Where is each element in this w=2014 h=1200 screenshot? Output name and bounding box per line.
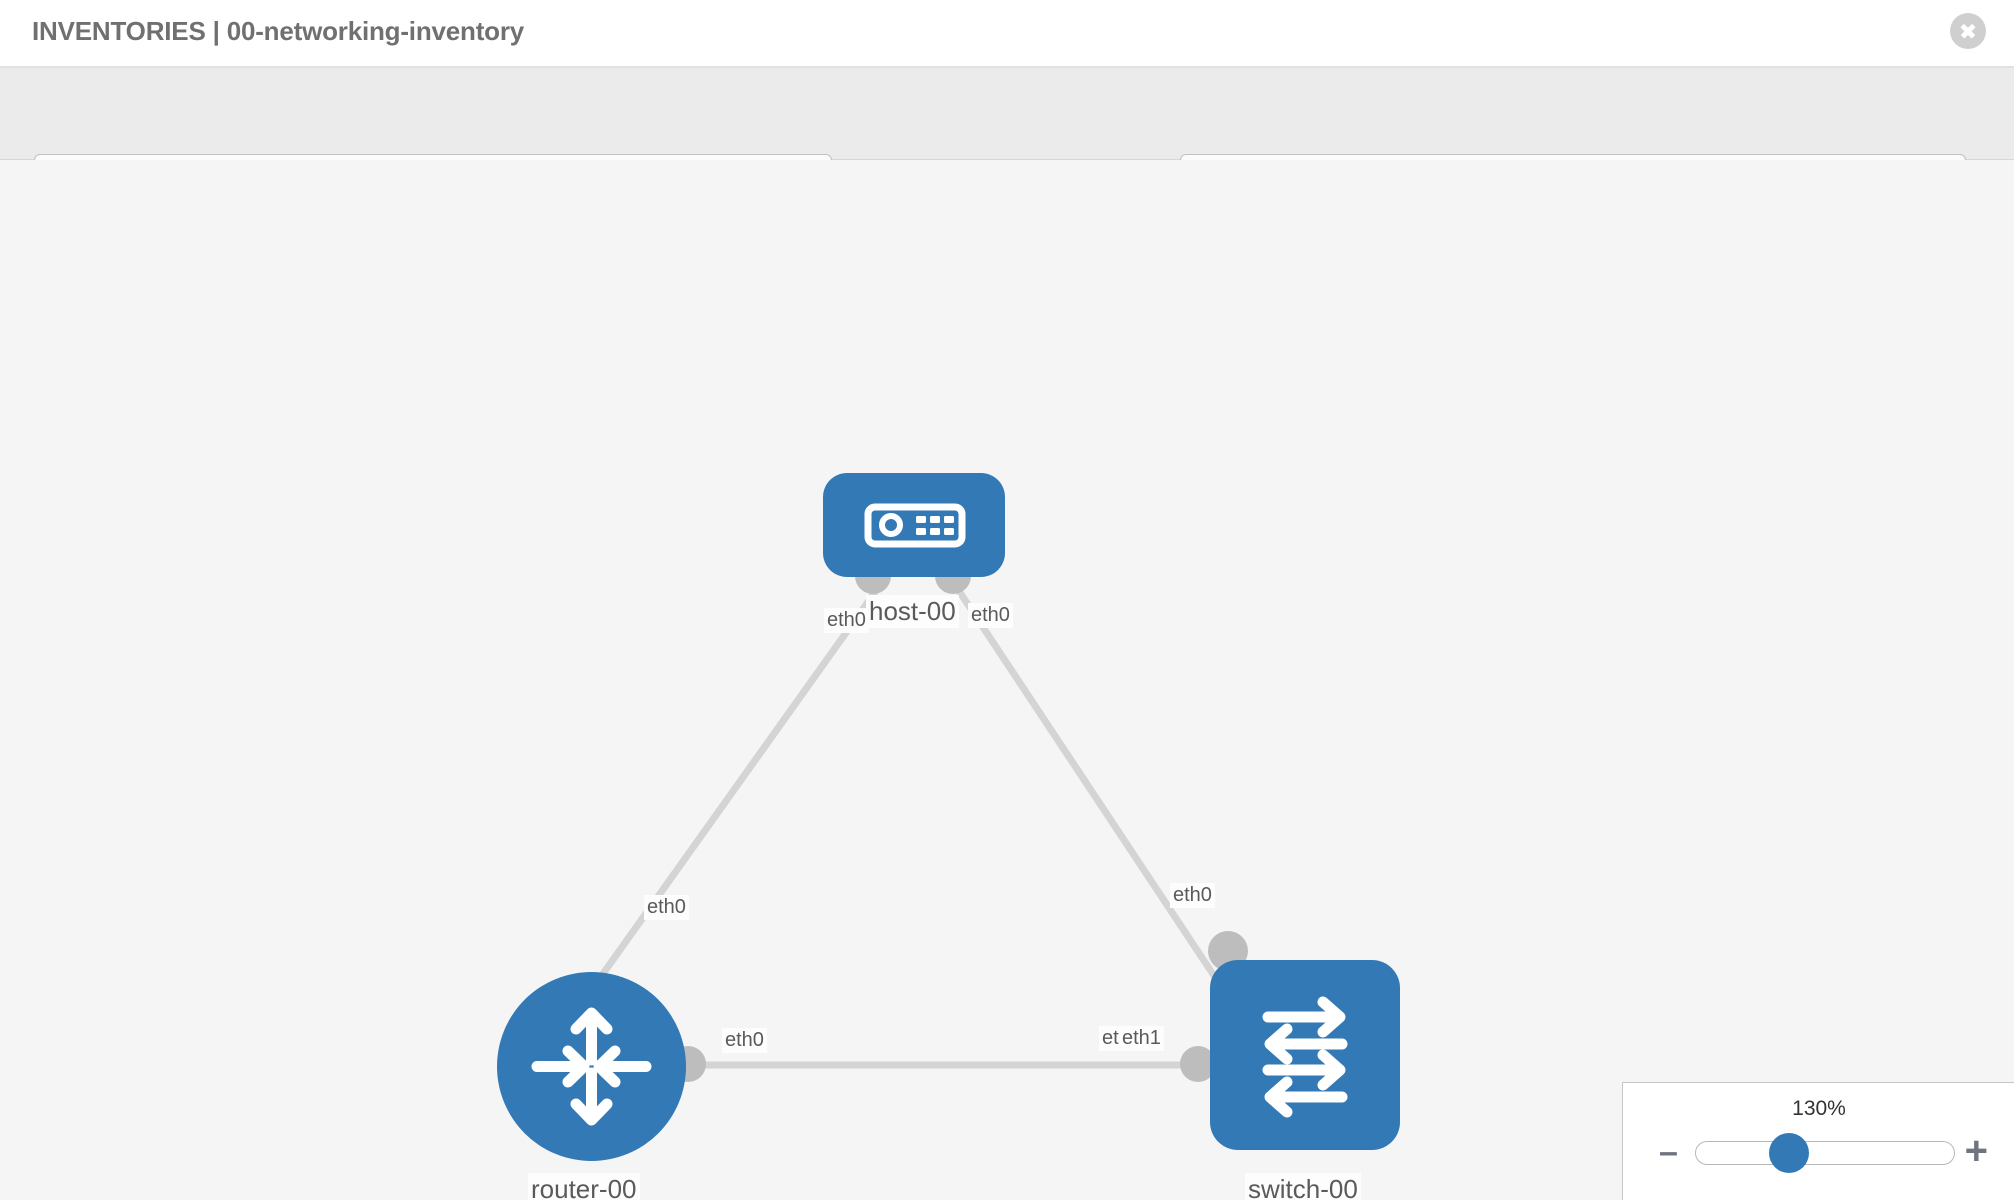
edge-label-switch-up: eth0 bbox=[1170, 883, 1215, 908]
server-icon bbox=[864, 503, 966, 548]
link-host-switch bbox=[951, 581, 1244, 1019]
edge-label-switch-eth1: eth1 bbox=[1119, 1026, 1164, 1051]
node-switch-00[interactable] bbox=[1210, 960, 1400, 1150]
node-host-00[interactable] bbox=[823, 473, 1005, 577]
toolbar: ACTIONS SEARCH bbox=[0, 68, 2014, 207]
close-icon[interactable] bbox=[1950, 13, 1986, 49]
plus-icon[interactable]: + bbox=[1964, 1129, 1988, 1173]
minus-icon[interactable]: – bbox=[1659, 1133, 1678, 1171]
node-router-00[interactable] bbox=[497, 972, 686, 1161]
zoom-slider-track[interactable] bbox=[1695, 1141, 1955, 1165]
router-icon bbox=[531, 1007, 652, 1126]
switch-node-shape bbox=[1210, 960, 1400, 1150]
topology-canvas[interactable]: host-00 r bbox=[0, 160, 2014, 1200]
router-node-shape bbox=[497, 972, 686, 1161]
page-header: INVENTORIES | 00-networking-inventory bbox=[0, 0, 2014, 68]
zoom-level-label: 130% bbox=[1792, 1097, 1846, 1120]
page-title: INVENTORIES | 00-networking-inventory bbox=[32, 16, 525, 46]
host-node-shape bbox=[823, 473, 1005, 577]
zoom-slider-handle[interactable] bbox=[1769, 1133, 1809, 1173]
switch-icon bbox=[1262, 996, 1348, 1118]
node-label-switch-00: switch-00 bbox=[1245, 1173, 1361, 1200]
zoom-control-panel: 130% – + bbox=[1622, 1082, 2014, 1200]
edge-label-host-left: eth0 bbox=[824, 608, 869, 633]
node-label-router-00: router-00 bbox=[528, 1173, 640, 1200]
edge-label-router-up: eth0 bbox=[644, 895, 689, 920]
link-host-router bbox=[566, 581, 884, 1024]
node-label-host-00: host-00 bbox=[866, 595, 959, 628]
topology-links bbox=[566, 581, 1244, 1069]
edge-label-host-right: eth0 bbox=[968, 603, 1013, 628]
edge-label-router-eth0: eth0 bbox=[722, 1028, 767, 1053]
